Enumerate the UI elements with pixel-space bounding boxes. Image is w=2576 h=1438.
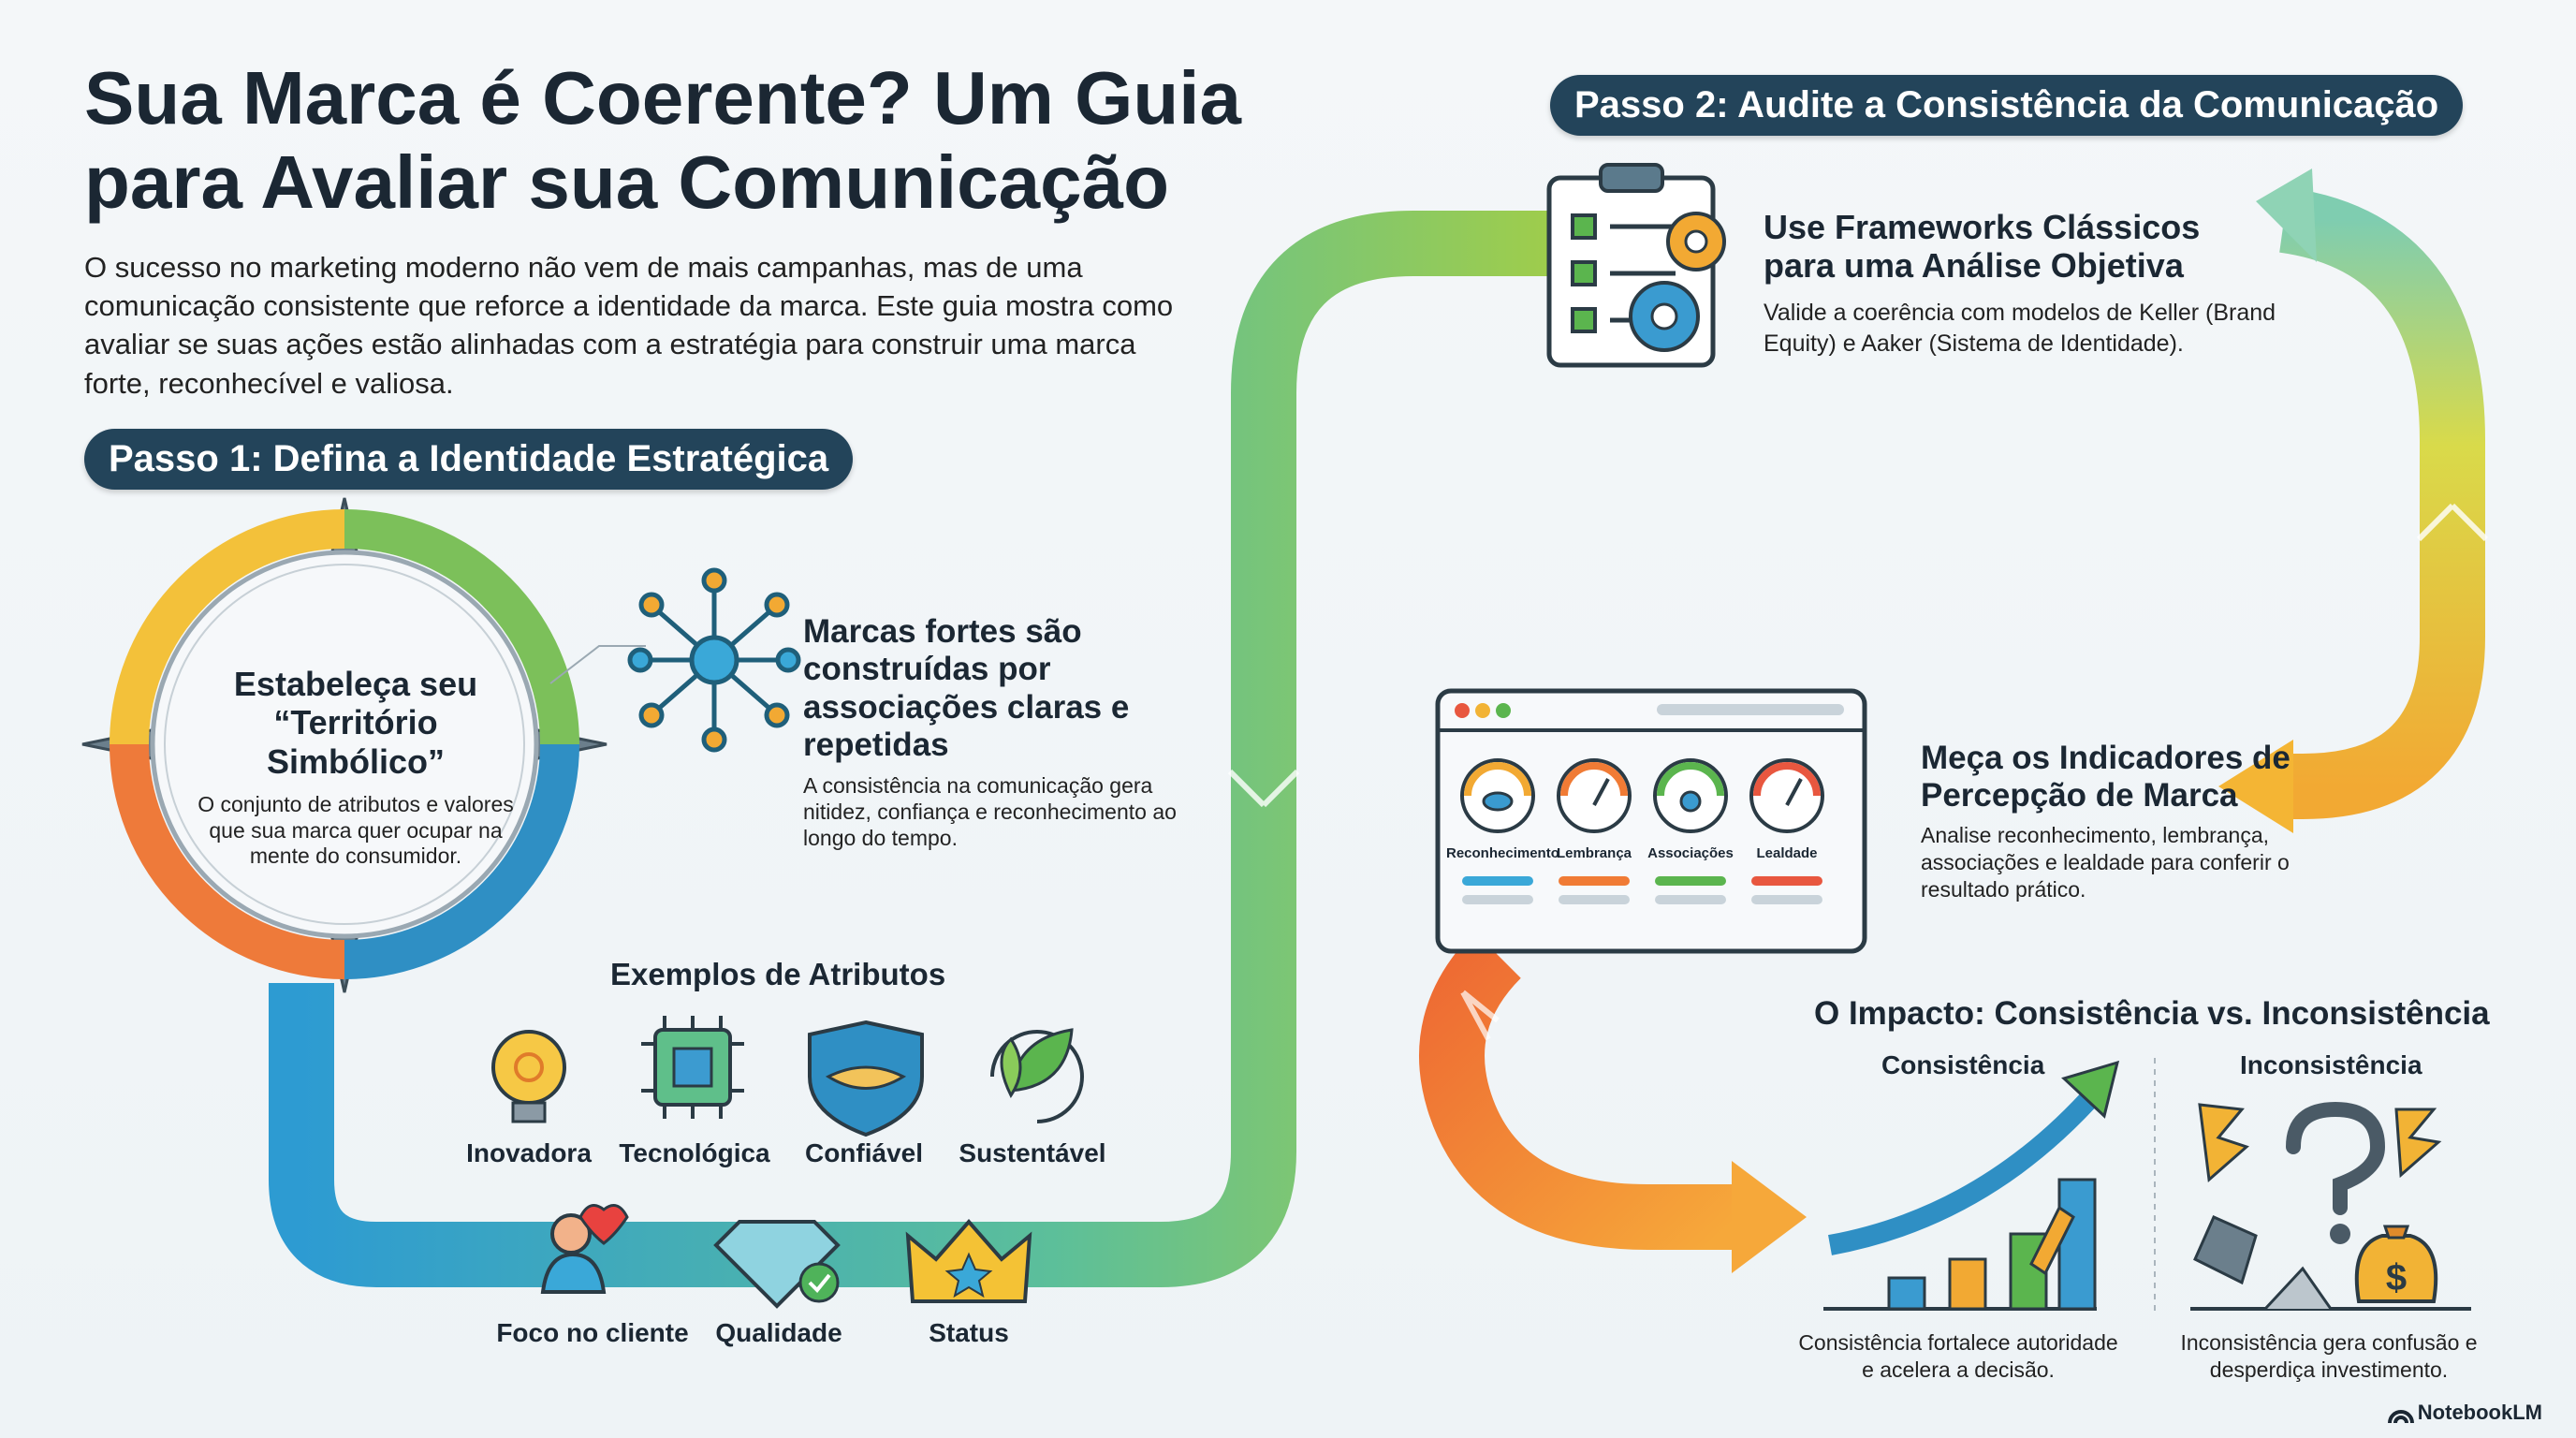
growth-chart-icon	[1823, 1060, 2120, 1311]
territory-text: O conjunto de atributos e valores que su…	[198, 792, 514, 869]
territory-title: Estabeleça seu “Território Simbólico”	[233, 665, 478, 781]
step1-label: Passo 1: Defina a Identidade Estratégica	[84, 429, 854, 490]
clipboard-checklist-icon	[1546, 163, 1726, 368]
lightbulb-icon	[491, 1030, 566, 1123]
handshake-shield-icon	[808, 1020, 924, 1137]
network-icon	[627, 567, 801, 753]
consistency-caption: Consistência fortalece autoridade e acel…	[1798, 1330, 2118, 1383]
page-title: Sua Marca é Coerente? Um Guia para Avali…	[84, 56, 1241, 225]
dollar-sign-icon: $	[2386, 1257, 2407, 1299]
intro-paragraph: O sucesso no marketing moderno não vem d…	[84, 251, 1174, 400]
attribute-label: Status	[929, 1318, 1009, 1347]
attribute-label: Foco no cliente	[496, 1318, 689, 1347]
step2-label: Passo 2: Audite a Consistência da Comuni…	[1550, 75, 2464, 136]
attribute-label: Tecnológica	[619, 1138, 770, 1167]
attribute-label: Inovadora	[466, 1138, 592, 1167]
frameworks-text: Valide a coerência com modelos de Keller…	[1764, 300, 2276, 357]
indicators-text: Analise reconhecimento, lembrança, assoc…	[1921, 823, 2290, 902]
confusion-icon	[2190, 1101, 2471, 1311]
indicators-title: Meça os Indicadores de Percepção de Marc…	[1921, 740, 2291, 814]
compass-icon	[81, 497, 607, 993]
attribute-label: Qualidade	[715, 1318, 842, 1347]
gauge-label: Associações	[1647, 845, 1734, 861]
brand-name: NotebookLM	[2417, 1401, 2542, 1424]
gauge-label: Lembrança	[1556, 845, 1632, 861]
consistency-label: Consistência	[1881, 1050, 2045, 1079]
frameworks-title: Use Frameworks Clássicos para uma Anális…	[1764, 208, 2201, 286]
flow-path-loop	[2278, 187, 2485, 819]
examples-title: Exemplos de Atributos	[610, 957, 946, 991]
attribute-label: Confiável	[804, 1138, 924, 1167]
territory-block: Estabeleça seu “Território Simbólico” O …	[183, 665, 529, 870]
gauge-label: Lealdade	[1756, 845, 1818, 861]
leaf-cycle-icon	[990, 1028, 1084, 1123]
customer-heart-icon	[540, 1204, 629, 1294]
chip-icon	[641, 1016, 744, 1119]
inconsistency-label: Inconsistência	[2240, 1050, 2422, 1079]
notebooklm-logo-icon	[2388, 1410, 2414, 1424]
associations-text: A consistência na comunicação gera nitid…	[803, 773, 1177, 851]
brand-logo: NotebookLM	[2418, 1401, 2542, 1425]
flow-path-impact	[1419, 932, 1741, 1250]
diamond-icon	[713, 1220, 841, 1309]
gauge-label: Reconhecimento	[1446, 845, 1559, 861]
flow-path-start	[269, 211, 1554, 1287]
inconsistency-caption: Inconsistência gera confusão e desperdiç…	[2180, 1330, 2478, 1383]
associations-title: Marcas fortes são construídas por associ…	[803, 613, 1130, 763]
crown-icon	[905, 1218, 1032, 1303]
dashboard-window-icon	[1435, 688, 1867, 954]
impact-title: O Impacto: Consistência vs. Inconsistênc…	[1814, 995, 2490, 1032]
attribute-label: Sustentável	[959, 1138, 1106, 1167]
